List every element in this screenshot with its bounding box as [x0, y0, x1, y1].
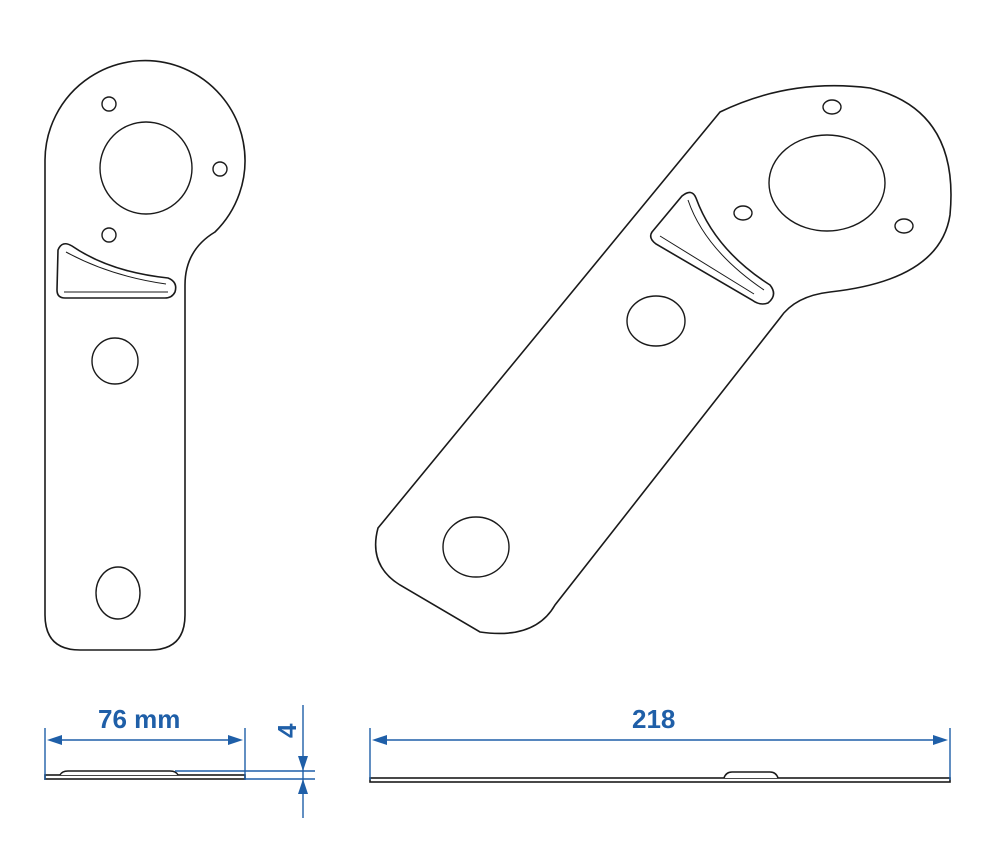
- side-view-length: 218: [369, 704, 951, 783]
- length-label: 218: [632, 704, 675, 734]
- screw-hole-iso-top: [822, 99, 842, 115]
- arrow-right-icon: [933, 735, 948, 745]
- emboss-edge-width: [59, 770, 179, 776]
- front-view: [44, 59, 246, 651]
- thickness-label: 4: [272, 723, 302, 738]
- width-label: 76 mm: [98, 704, 180, 734]
- arrow-right-icon: [228, 735, 243, 745]
- side-view-width: 76 mm 4: [44, 704, 315, 818]
- arrow-left-icon: [372, 735, 387, 745]
- slot-hole-iso: [442, 516, 510, 578]
- isometric-view: [374, 84, 952, 635]
- large-socket-hole: [99, 121, 193, 215]
- arrow-left-icon: [47, 735, 62, 745]
- plate-edge-length: [369, 777, 951, 783]
- screw-hole-iso-left: [733, 205, 753, 221]
- embossed-cutout: [56, 242, 177, 299]
- screw-hole-top: [101, 96, 117, 112]
- mid-hole: [91, 337, 139, 385]
- plate-edge-width: [44, 774, 246, 780]
- embossed-cutout-iso: [649, 191, 775, 305]
- mid-hole-iso: [626, 295, 686, 347]
- plate-outline-front: [44, 59, 246, 651]
- screw-hole-iso-right: [894, 218, 914, 234]
- slot-hole: [95, 566, 141, 620]
- screw-hole-bottom: [101, 227, 117, 243]
- emboss-edge-length: [723, 771, 779, 779]
- arrow-up-icon: [298, 779, 308, 794]
- large-socket-hole-iso: [768, 134, 886, 232]
- arrow-down-icon: [298, 756, 308, 771]
- screw-hole-right: [212, 161, 228, 177]
